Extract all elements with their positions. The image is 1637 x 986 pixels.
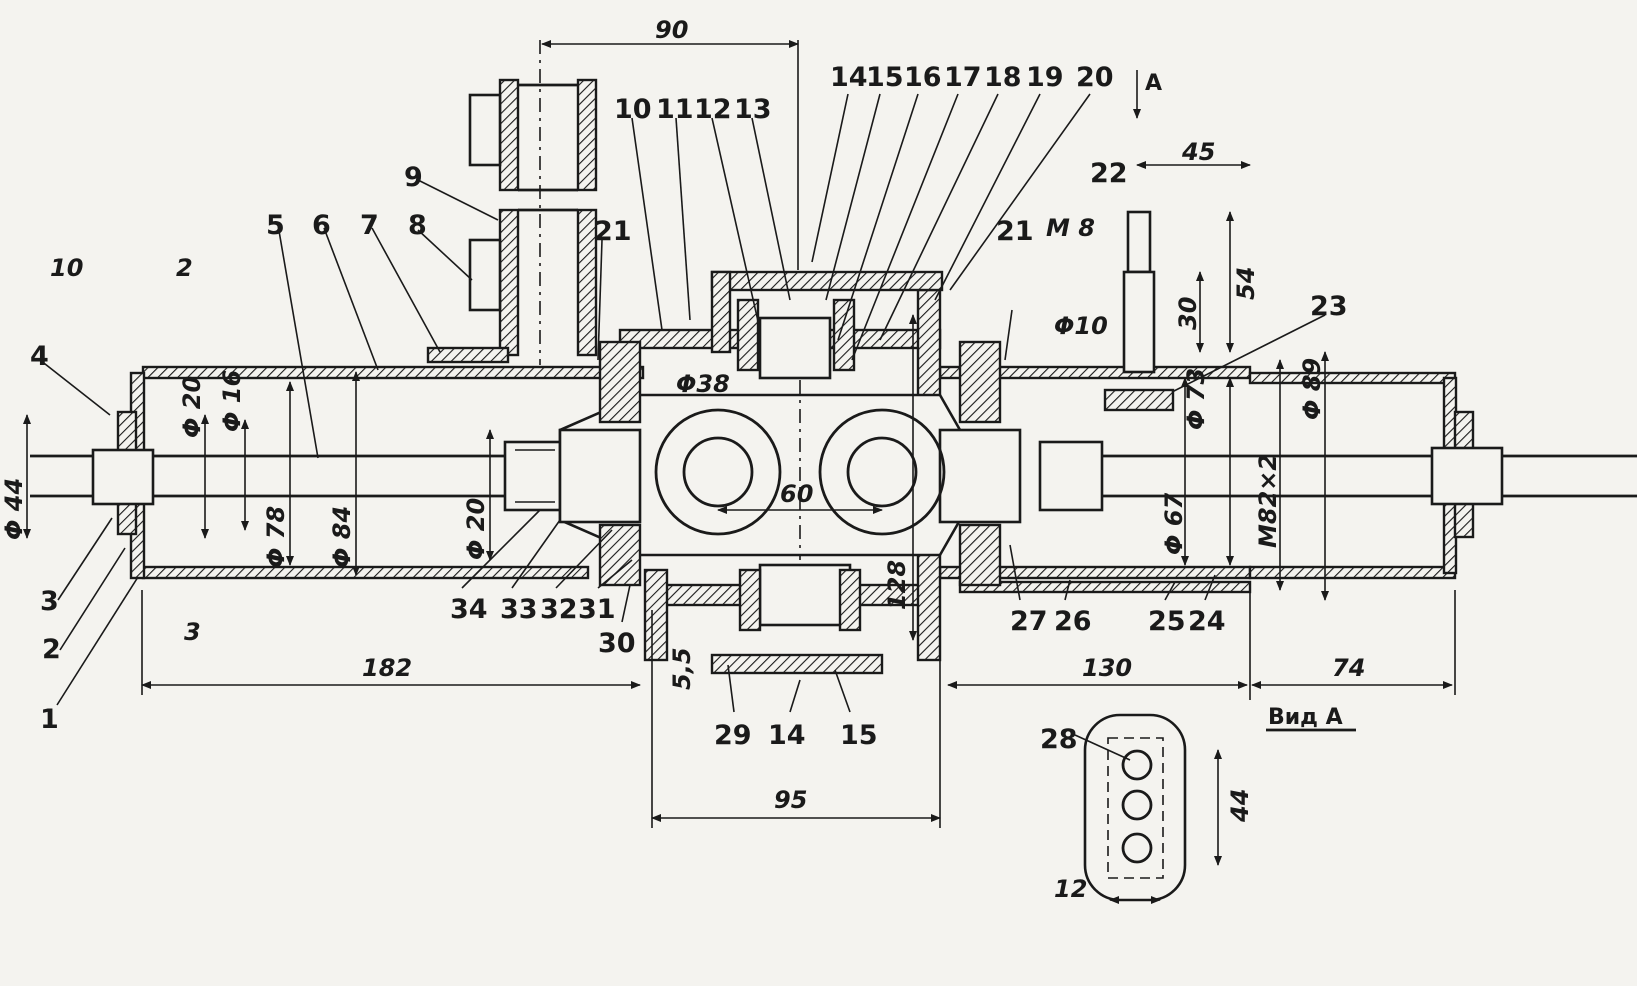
dim-m82x2: M82×2 bbox=[1254, 454, 1282, 548]
dimension-lines bbox=[23, 40, 1456, 904]
dim-2: 2 bbox=[176, 254, 193, 282]
callout-20: 20 bbox=[1076, 62, 1114, 93]
callout-11: 11 bbox=[656, 94, 694, 125]
leader-lines bbox=[39, 93, 1326, 761]
view-a-label: Вид А bbox=[1268, 705, 1343, 730]
dim-m8: M 8 bbox=[1046, 214, 1095, 242]
callout-3: 3 bbox=[40, 586, 59, 617]
dim-95: 95 bbox=[774, 786, 807, 814]
right-shaft bbox=[1038, 440, 1637, 512]
callout-28: 28 bbox=[1040, 724, 1078, 755]
dim-128: 128 bbox=[883, 560, 911, 610]
dim-phi67: Φ 67 bbox=[1160, 493, 1188, 555]
dim-12: 12 bbox=[1054, 875, 1087, 903]
dim-phi73: Φ 73 bbox=[1182, 368, 1210, 430]
callout-33: 33 bbox=[500, 594, 538, 625]
view-a bbox=[1083, 713, 1187, 902]
dim-90: 90 bbox=[655, 16, 688, 44]
callout-17: 17 bbox=[944, 62, 982, 93]
callout-21-left: 21 bbox=[594, 216, 632, 247]
callout-8: 8 bbox=[408, 210, 427, 241]
dim-130: 130 bbox=[1082, 654, 1132, 682]
callout-1: 1 bbox=[40, 704, 59, 735]
callout-14-top: 14 bbox=[830, 62, 868, 93]
dim-45: 45 bbox=[1181, 138, 1215, 166]
dim-phi10: Φ10 bbox=[1054, 312, 1108, 340]
callout-31: 31 bbox=[578, 594, 616, 625]
callout-29: 29 bbox=[714, 720, 752, 751]
dim-54: 54 bbox=[1232, 267, 1260, 300]
stud-22 bbox=[1103, 210, 1175, 412]
callout-23: 23 bbox=[1310, 291, 1348, 322]
callout-2: 2 bbox=[42, 634, 61, 665]
callout-19: 19 bbox=[1026, 62, 1064, 93]
callout-7: 7 bbox=[360, 210, 379, 241]
callout-34: 34 bbox=[450, 594, 488, 625]
dim-phi20-left: Φ 20 bbox=[178, 376, 206, 438]
differential-housing bbox=[558, 270, 1022, 675]
callout-32: 32 bbox=[540, 594, 578, 625]
callout-13: 13 bbox=[734, 94, 772, 125]
dim-phi84: Φ 84 bbox=[328, 506, 356, 568]
callout-16: 16 bbox=[904, 62, 942, 93]
dim-phi16: Φ 16 bbox=[218, 370, 246, 432]
callout-27: 27 bbox=[1010, 606, 1048, 637]
dim-5-5: 5,5 bbox=[668, 647, 696, 690]
dim-60: 60 bbox=[780, 480, 813, 508]
dim-phi20-mid: Φ 20 bbox=[462, 498, 490, 560]
callout-15-top: 15 bbox=[866, 62, 904, 93]
view-labels: A Вид А bbox=[1145, 71, 1356, 732]
callout-30: 30 bbox=[598, 628, 636, 659]
dim-phi78: Φ 78 bbox=[262, 506, 290, 568]
dim-phi44: Φ 44 bbox=[0, 478, 28, 540]
callout-25: 25 bbox=[1148, 606, 1186, 637]
callout-26: 26 bbox=[1054, 606, 1092, 637]
left-shaft bbox=[30, 440, 567, 512]
callout-24: 24 bbox=[1188, 606, 1226, 637]
callout-14-bottom: 14 bbox=[768, 720, 806, 751]
dim-74: 74 bbox=[1332, 654, 1365, 682]
dim-182: 182 bbox=[362, 654, 412, 682]
callout-12: 12 bbox=[694, 94, 732, 125]
dim-phi38: Φ38 bbox=[676, 370, 730, 398]
callout-10: 10 bbox=[614, 94, 652, 125]
callout-6: 6 bbox=[312, 210, 331, 241]
dim-phi89: Φ 89 bbox=[1298, 358, 1326, 420]
callout-9: 9 bbox=[404, 162, 423, 193]
callout-numbers: 1 2 3 4 5 6 7 8 9 10 11 12 13 14 15 16 1… bbox=[30, 62, 1348, 755]
callout-21-right: 21 bbox=[996, 216, 1034, 247]
dim-10: 10 bbox=[50, 254, 83, 282]
dim-3: 3 bbox=[184, 618, 201, 646]
callout-4: 4 bbox=[30, 341, 49, 372]
dimension-texts: 90 10 2 3 182 95 130 74 60 45 M 8 Φ10 Φ3… bbox=[0, 16, 1365, 903]
callout-5: 5 bbox=[266, 210, 285, 241]
mount-tube bbox=[426, 40, 598, 365]
dim-30: 30 bbox=[1174, 297, 1202, 330]
callout-18: 18 bbox=[984, 62, 1022, 93]
callout-22: 22 bbox=[1090, 158, 1128, 189]
callout-15-bottom: 15 bbox=[840, 720, 878, 751]
view-arrow-label: A bbox=[1145, 71, 1162, 96]
dim-44: 44 bbox=[1226, 789, 1254, 823]
